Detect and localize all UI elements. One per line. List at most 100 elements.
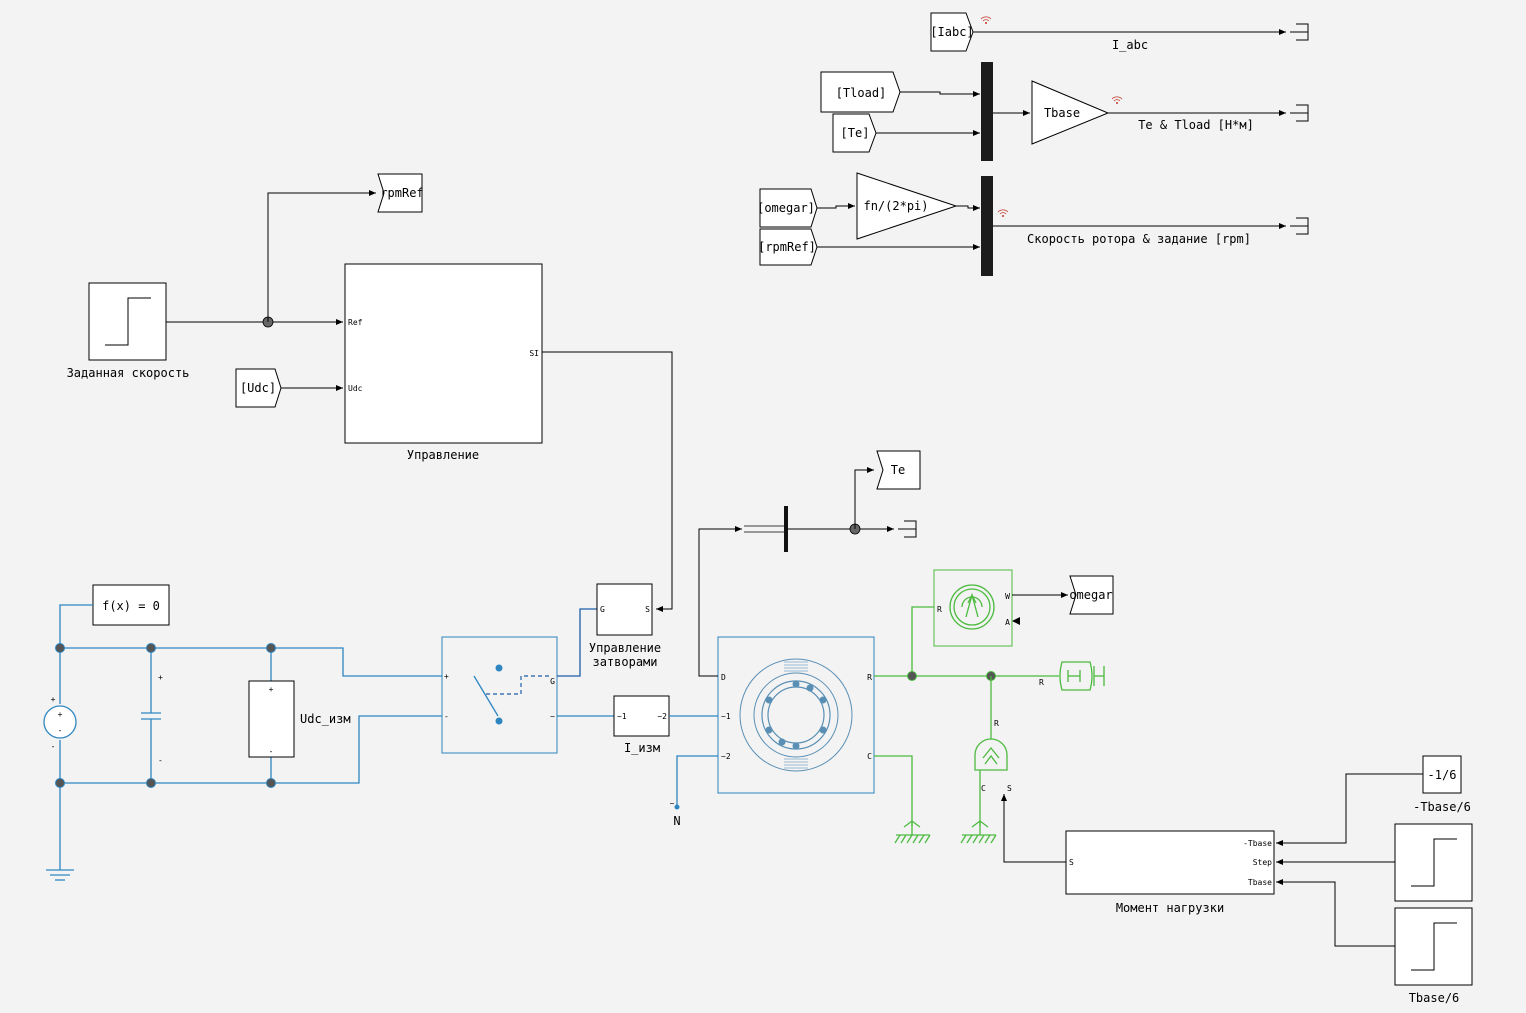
- signal-line[interactable]: [956, 205, 980, 211]
- load-port-step: Step: [1253, 858, 1272, 867]
- gain-tbase-label: Tbase: [1044, 106, 1080, 120]
- ss-port-a: A: [1005, 618, 1010, 627]
- from-tag-te-label: [Te]: [841, 126, 870, 140]
- source-minus-outer: -: [51, 742, 56, 751]
- goto-tag-te[interactable]: Te: [876, 450, 921, 490]
- load-port-s: S: [1069, 858, 1074, 867]
- electrical-wire[interactable]: [59, 604, 93, 648]
- signal-line[interactable]: [900, 91, 980, 97]
- torque-source-block[interactable]: [974, 738, 1008, 771]
- terminator[interactable]: [898, 520, 917, 538]
- torque-port-c: C: [981, 784, 986, 793]
- neutral-tilde: ~: [670, 799, 675, 808]
- signal-line[interactable]: [698, 526, 742, 677]
- from-tag-omegar[interactable]: [omegar]: [757, 188, 818, 228]
- motor-block[interactable]: D ~1 ~2 R C: [717, 636, 875, 794]
- mechanical-wire[interactable]: [911, 606, 934, 676]
- gate-control-block[interactable]: G S: [596, 583, 653, 636]
- signal-line[interactable]: [854, 467, 874, 529]
- source-plus-outer: +: [51, 695, 56, 704]
- signal-line[interactable]: [267, 190, 376, 322]
- mechanical-wire[interactable]: [874, 755, 913, 826]
- from-tag-tload-label: [Tload]: [836, 86, 887, 100]
- isens-port-2: ~2: [657, 712, 667, 721]
- step-block-tbase[interactable]: [1394, 907, 1473, 986]
- junction-node[interactable]: [55, 778, 65, 788]
- inv-g: G: [550, 677, 555, 686]
- gate-control-label-2: затворами: [592, 655, 657, 669]
- junction-node[interactable]: [55, 643, 65, 653]
- electrical-wire[interactable]: [60, 715, 442, 784]
- inverter-switch-block[interactable]: + - G ~: [441, 636, 558, 754]
- udc-voltage-sensor[interactable]: + -: [248, 680, 295, 758]
- electrical-wire[interactable]: [60, 647, 442, 677]
- scope-label-torque: Te & Tload [Н*м]: [1138, 118, 1254, 132]
- step-icon: [1411, 838, 1457, 887]
- inertia-port-r: R: [1039, 678, 1044, 687]
- source-plus: +: [58, 710, 63, 719]
- speedometer-icon: [949, 584, 995, 630]
- fx-solver-block[interactable]: f(x) = 0: [92, 584, 170, 626]
- gain-fn-label: fn/(2*pi): [863, 199, 928, 213]
- signal-line[interactable]: [817, 203, 855, 209]
- sensor-minus: -: [269, 747, 274, 756]
- mux-bar-torque[interactable]: [981, 62, 993, 161]
- from-tag-udc[interactable]: [Udc]: [235, 368, 282, 408]
- source-minus: -: [58, 726, 63, 735]
- sensor-plus: +: [269, 685, 274, 694]
- inv-plus: +: [444, 672, 449, 681]
- from-tag-rpmref-from[interactable]: [rpmRef]: [758, 228, 818, 266]
- from-tag-tload[interactable]: [Tload]: [820, 71, 901, 113]
- goto-tag-rpmref-label: rpmRef: [380, 186, 423, 200]
- junction-node[interactable]: [266, 643, 276, 653]
- ss-port-r: R: [937, 605, 942, 614]
- gain-tbase[interactable]: Tbase: [1031, 80, 1110, 145]
- motor-port-2: ~2: [721, 752, 731, 761]
- neutral-terminal[interactable]: [674, 804, 680, 810]
- signal-line[interactable]: [1276, 879, 1395, 947]
- signal-line[interactable]: [1001, 794, 1066, 863]
- motor-port-d: D: [721, 673, 726, 682]
- goto-tag-omegar[interactable]: omegar: [1069, 575, 1114, 615]
- junction-node[interactable]: [146, 778, 156, 788]
- control-subsystem[interactable]: Ref Udc SI: [344, 263, 543, 444]
- scope-terminator-speed[interactable]: [1290, 217, 1309, 235]
- junction-node[interactable]: [266, 778, 276, 788]
- scope-terminator-torque[interactable]: [1290, 104, 1309, 122]
- electrical-wire[interactable]: [676, 755, 718, 806]
- inertia-icon[interactable]: [1059, 661, 1105, 691]
- dc-voltage-source[interactable]: + -: [43, 705, 77, 739]
- from-tag-iabc[interactable]: [Iabc]: [930, 12, 974, 52]
- gate-port-s: S: [645, 605, 650, 614]
- junction-node[interactable]: [146, 643, 156, 653]
- control-label: Управление: [407, 448, 479, 462]
- gain-fn-2pi[interactable]: fn/(2*pi): [856, 172, 958, 240]
- capacitor[interactable]: [141, 712, 161, 720]
- current-sensor-block[interactable]: ~1 ~2: [613, 695, 670, 737]
- from-tag-iabc-label: [Iabc]: [930, 25, 973, 39]
- scope-terminator-iabc[interactable]: [1290, 23, 1309, 41]
- signal-line[interactable]: [1276, 773, 1423, 846]
- port-udc: Udc: [348, 384, 363, 393]
- goto-tag-rpmref[interactable]: rpmRef: [377, 173, 424, 213]
- load-torque-subsystem[interactable]: S -Tbase Step Tbase: [1065, 830, 1275, 895]
- fx-label: f(x) = 0: [102, 599, 160, 613]
- from-tag-te[interactable]: [Te]: [832, 113, 877, 153]
- bus-selector[interactable]: [744, 506, 788, 552]
- wireless-icon: [980, 16, 992, 24]
- junction-node[interactable]: [907, 671, 917, 681]
- constant-block[interactable]: -1/6: [1422, 755, 1462, 794]
- gate-signal-wire[interactable]: [557, 608, 597, 677]
- step-block-load[interactable]: [1394, 823, 1473, 902]
- speed-ref-label: Заданная скорость: [67, 366, 190, 380]
- inv-tilde: ~: [550, 712, 555, 721]
- neutral-n: N: [673, 814, 680, 828]
- mechanical-ground-icon: [894, 820, 931, 844]
- step-block-speed-ref[interactable]: [88, 282, 167, 361]
- mux-bar-speed[interactable]: [981, 176, 993, 276]
- speed-sensor-block[interactable]: R W A: [933, 569, 1013, 647]
- udc-meas-label: Udc_изм: [300, 712, 351, 726]
- signal-line[interactable]: [542, 351, 673, 612]
- torque-port-r: R: [994, 719, 999, 728]
